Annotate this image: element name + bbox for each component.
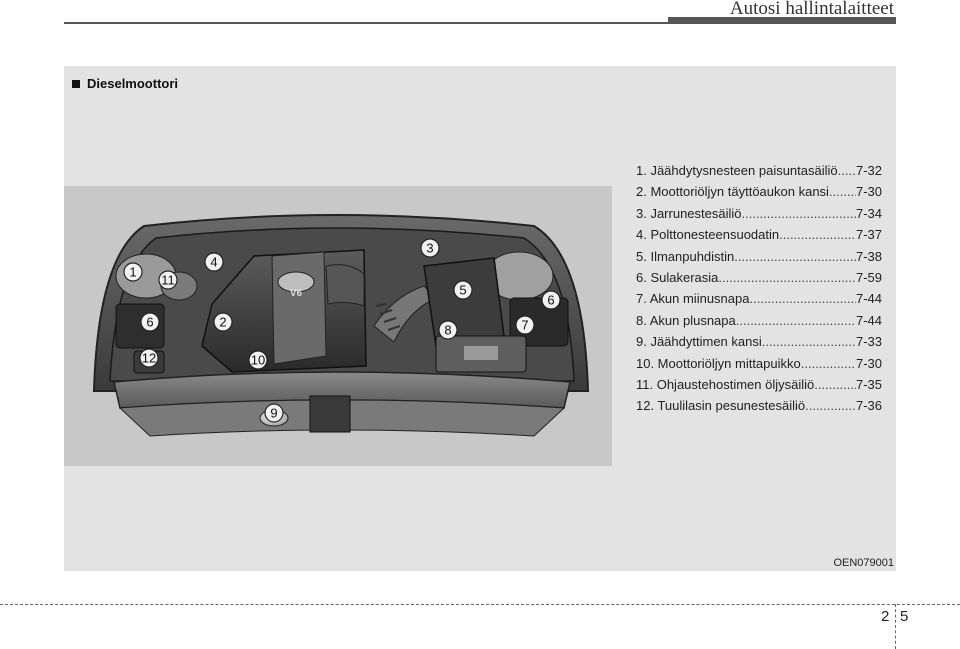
svg-text:8: 8 (444, 323, 451, 338)
section-heading: Dieselmoottori (72, 76, 178, 91)
legend-item: 9. Jäähdyttimen kansi...................… (636, 334, 882, 350)
svg-text:3: 3 (426, 241, 433, 256)
svg-text:1: 1 (129, 265, 136, 280)
legend-item: 10. Moottoriöljyn mittapuikko...........… (636, 355, 882, 371)
svg-text:6: 6 (547, 293, 554, 308)
callout-2: 2 (213, 312, 233, 332)
legend-item: 4. Polttonesteensuodatin................… (636, 227, 882, 243)
svg-text:10: 10 (251, 353, 265, 368)
callout-5: 5 (453, 280, 473, 300)
engine-bay-image: V6 1 11 4 3 5 6 2 8 7 6 12 10 9 (64, 186, 612, 466)
callout-markers: 1 11 4 3 5 6 2 8 7 6 12 10 9 (123, 238, 561, 423)
svg-text:9: 9 (270, 406, 277, 421)
svg-text:2: 2 (219, 315, 226, 330)
callout-6-right: 6 (541, 290, 561, 310)
svg-text:12: 12 (142, 351, 156, 366)
engine-badge-text: V6 (290, 288, 303, 299)
header-rule (64, 22, 896, 24)
svg-text:5: 5 (459, 283, 466, 298)
figure-code: OEN079001 (833, 557, 894, 569)
callout-4: 4 (204, 252, 224, 272)
callout-9: 9 (264, 403, 284, 423)
callout-6-left: 6 (140, 312, 160, 332)
callout-8: 8 (438, 320, 458, 340)
callout-3: 3 (420, 238, 440, 258)
legend-item: 1. Jäähdytysnesteen paisuntasäiliö......… (636, 163, 882, 178)
legend-item: 8. Akun plusnapa........................… (636, 312, 882, 328)
legend-item: 12. Tuulilasin pesunestesäiliö..........… (636, 398, 882, 414)
legend-item: 5. Ilmanpuhdistin.......................… (636, 248, 882, 264)
page-number: 5 (900, 608, 909, 625)
legend-item: 7. Akun miinusnapa......................… (636, 291, 882, 307)
legend-item: 11. Ohjaustehostimen öljysäiliö.........… (636, 376, 882, 392)
header-title: Autosi hallintalaitteet (729, 0, 894, 19)
callout-1: 1 (123, 262, 143, 282)
legend-item: 3. Jarrunestesäiliö.....................… (636, 205, 882, 221)
header-bar (668, 17, 896, 24)
callout-7: 7 (515, 315, 535, 335)
svg-text:4: 4 (210, 255, 217, 270)
callout-11: 11 (158, 270, 178, 290)
svg-text:7: 7 (521, 318, 528, 333)
chapter-number: 2 (881, 608, 890, 625)
callout-10: 10 (248, 350, 268, 370)
legend-item: 2. Moottoriöljyn täyttöaukon kansi......… (636, 184, 882, 200)
section-title: Dieselmoottori (87, 76, 179, 91)
svg-text:6: 6 (146, 315, 153, 330)
legend-item: 6. Sulakerasia..........................… (636, 269, 882, 285)
square-bullet-icon (72, 79, 80, 88)
callout-12: 12 (139, 348, 159, 368)
svg-text:11: 11 (161, 273, 175, 288)
parts-legend: 1. Jäähdytysnesteen paisuntasäiliö......… (636, 160, 882, 417)
page-number-divider (895, 604, 896, 649)
footer-rule (0, 604, 960, 605)
